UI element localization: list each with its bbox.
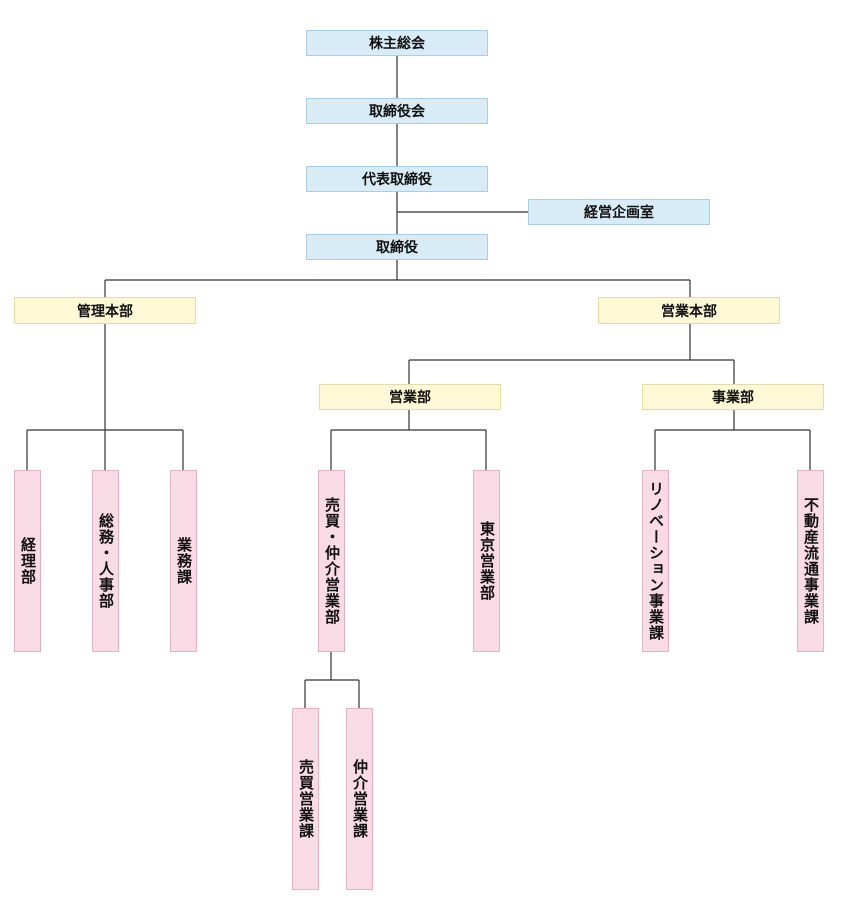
- renovation-business-section-label: リノベーション事業課: [647, 481, 665, 641]
- accounting-department-label: 経理部: [19, 537, 37, 585]
- operations-section-label: 業務課: [175, 537, 193, 585]
- tokyo-sales-department-label: 東京営業部: [478, 521, 496, 601]
- brokerage-sales-department-box: 売買・仲介営業部: [318, 470, 345, 652]
- shareholders-meeting-box: 株主総会: [306, 30, 488, 56]
- administration-hq-label: 管理本部: [77, 303, 133, 320]
- sales-department-box: 営業部: [319, 384, 501, 410]
- administration-hq-box: 管理本部: [14, 297, 196, 324]
- sales-trading-section-label: 売買営業課: [297, 759, 315, 839]
- business-department-box: 事業部: [642, 384, 824, 410]
- accounting-department-box: 経理部: [14, 470, 41, 652]
- sales-trading-section-box: 売買営業課: [292, 708, 319, 890]
- board-of-directors-box: 取締役会: [306, 98, 488, 124]
- sales-department-label: 営業部: [389, 390, 431, 406]
- corporate-planning-office-box: 経営企画室: [528, 199, 710, 225]
- corporate-planning-office-label: 経営企画室: [584, 205, 654, 221]
- general-affairs-hr-department-label: 総務・人事部: [97, 513, 115, 609]
- general-affairs-hr-department-box: 総務・人事部: [92, 470, 119, 652]
- brokerage-sales-section-label: 仲介営業課: [351, 759, 369, 839]
- sales-hq-label: 営業本部: [661, 303, 717, 320]
- brokerage-sales-department-label: 売買・仲介営業部: [323, 497, 341, 625]
- renovation-business-section-box: リノベーション事業課: [642, 470, 669, 652]
- representative-director-label: 代表取締役: [362, 172, 432, 188]
- tokyo-sales-department-box: 東京営業部: [473, 470, 500, 652]
- shareholders-meeting-label: 株主総会: [369, 36, 425, 52]
- business-department-label: 事業部: [712, 390, 754, 406]
- real-estate-distribution-section-label: 不動産流通事業課: [802, 497, 820, 625]
- brokerage-sales-section-box: 仲介営業課: [346, 708, 373, 890]
- director-box: 取締役: [306, 234, 488, 260]
- board-of-directors-label: 取締役会: [369, 104, 425, 120]
- director-label: 取締役: [376, 240, 418, 256]
- representative-director-box: 代表取締役: [306, 166, 488, 192]
- operations-section-box: 業務課: [170, 470, 197, 652]
- sales-hq-box: 営業本部: [598, 297, 780, 324]
- real-estate-distribution-section-box: 不動産流通事業課: [797, 470, 824, 652]
